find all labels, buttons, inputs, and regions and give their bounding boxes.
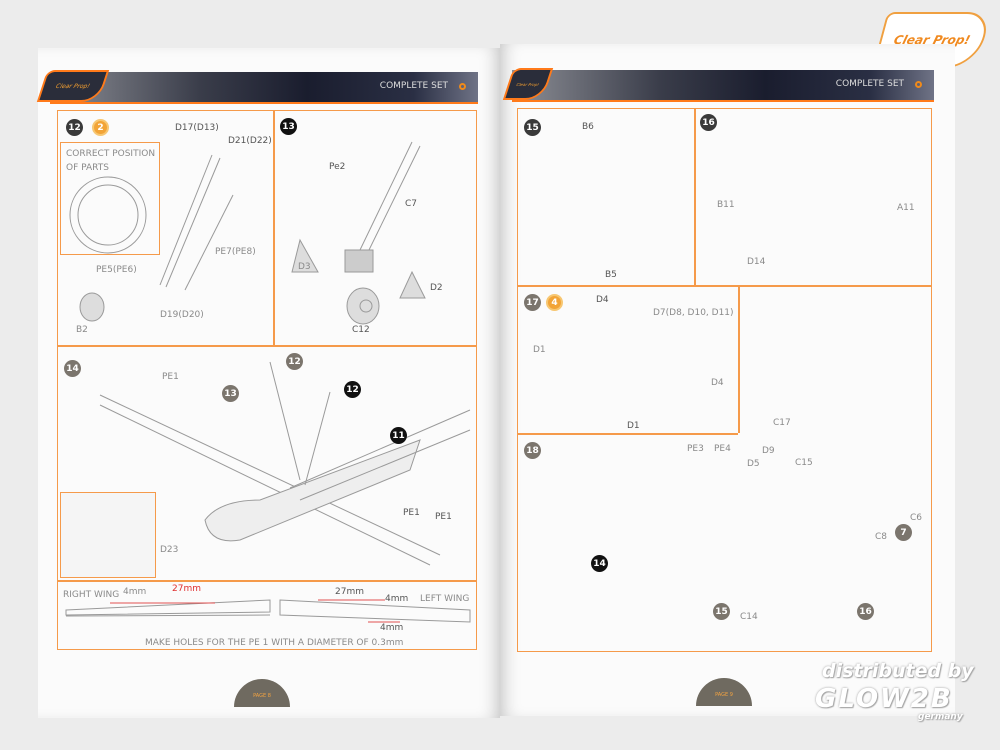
- part-label: D21(D22): [228, 136, 272, 146]
- header-logo-text: Clear Prop!: [515, 81, 540, 87]
- header-title: COMPLETE SET: [379, 81, 448, 91]
- part-label: C7: [405, 199, 418, 209]
- part-label: B2: [76, 325, 88, 335]
- part-label: PE1: [403, 508, 420, 518]
- left-page: [38, 48, 500, 718]
- paint-4-badge: 4: [546, 294, 563, 311]
- part-label: D23: [160, 545, 179, 555]
- part-label: D14: [747, 257, 766, 267]
- header-title: COMPLETE SET: [835, 79, 904, 89]
- detail-inset: [60, 492, 156, 578]
- step-18-badge: 18: [524, 442, 541, 459]
- left-instructions-frame: [57, 110, 477, 650]
- part-label: C15: [795, 458, 813, 468]
- step-13-badge: 13: [280, 118, 297, 135]
- ref-step-badge: 14: [591, 555, 608, 572]
- divider: [517, 433, 738, 435]
- part-label: C14: [740, 612, 758, 622]
- part-label: D1: [533, 345, 546, 355]
- dimension-label: 27mm: [335, 587, 364, 597]
- correct-position-inset: [60, 142, 160, 255]
- right-instructions-frame: [517, 108, 932, 652]
- inset-caption: CORRECT POSITION: [66, 149, 156, 159]
- page-number: PAGE 9: [715, 692, 733, 698]
- inset-caption: OF PARTS: [66, 163, 109, 173]
- header-dot-icon: [459, 83, 466, 90]
- part-label: PE7(PE8): [215, 247, 256, 257]
- part-label: B6: [582, 122, 594, 132]
- part-label: D1: [627, 421, 640, 431]
- divider: [694, 108, 696, 286]
- right-header-bar: COMPLETE SET: [512, 70, 934, 102]
- page-number: PAGE 8: [253, 693, 271, 699]
- part-label: PE1: [162, 372, 179, 382]
- part-label: B5: [605, 270, 617, 280]
- ref-step-badge: 12: [286, 353, 303, 370]
- part-label: D19(D20): [160, 310, 204, 320]
- part-label: PE4: [714, 444, 731, 454]
- part-label: C6: [910, 513, 923, 523]
- header-dot-icon: [915, 81, 922, 88]
- part-label: PE3: [687, 444, 704, 454]
- dimension-label: 27mm: [172, 584, 201, 594]
- part-label: D2: [430, 283, 443, 293]
- part-label: D3: [298, 262, 311, 272]
- watermark-line1: distributed by: [822, 660, 974, 682]
- part-label: Pe2: [329, 162, 346, 172]
- ref-step-badge: 7: [895, 524, 912, 541]
- right-wing-label: RIGHT WING: [63, 590, 120, 600]
- divider: [57, 580, 477, 582]
- ref-step-badge: 12: [344, 381, 361, 398]
- dimension-label: 4mm: [385, 594, 409, 604]
- part-label: D5: [747, 459, 760, 469]
- watermark-line3: germany: [918, 712, 963, 722]
- step-14-badge: 14: [64, 360, 81, 377]
- right-page: [500, 44, 955, 716]
- left-header-bar: COMPLETE SET: [50, 72, 478, 104]
- part-label: PE5(PE6): [96, 265, 137, 275]
- part-label: C17: [773, 418, 791, 428]
- ref-step-badge: 16: [857, 603, 874, 620]
- part-label: D4: [596, 295, 609, 305]
- holes-note: MAKE HOLES FOR THE PE 1 WITH A DIAMETER …: [145, 638, 404, 648]
- step-17-badge: 17: [524, 294, 541, 311]
- dimension-label: 4mm: [380, 623, 404, 633]
- divider: [517, 285, 932, 287]
- left-wing-label: LEFT WING: [420, 594, 470, 604]
- part-label: D17(D13): [175, 123, 219, 133]
- part-label: C8: [875, 532, 888, 542]
- ref-step-badge: 15: [713, 603, 730, 620]
- part-label: A11: [897, 203, 915, 213]
- watermark-line2: GLOW2B: [815, 684, 953, 714]
- part-label: D7(D8, D10, D11): [653, 308, 734, 318]
- step-16-badge: 16: [700, 114, 717, 131]
- ref-step-badge: 11: [390, 427, 407, 444]
- ref-step-badge: 13: [222, 385, 239, 402]
- divider: [738, 285, 740, 433]
- part-label: B11: [717, 200, 735, 210]
- part-label: PE1: [435, 512, 452, 522]
- paint-2-badge: 2: [92, 119, 109, 136]
- step-15-badge: 15: [524, 119, 541, 136]
- part-label: C12: [352, 325, 370, 335]
- divider: [57, 345, 477, 347]
- part-label: D9: [762, 446, 775, 456]
- dimension-label: 4mm: [123, 587, 147, 597]
- step-12-badge: 12: [66, 119, 83, 136]
- part-label: D4: [711, 378, 724, 388]
